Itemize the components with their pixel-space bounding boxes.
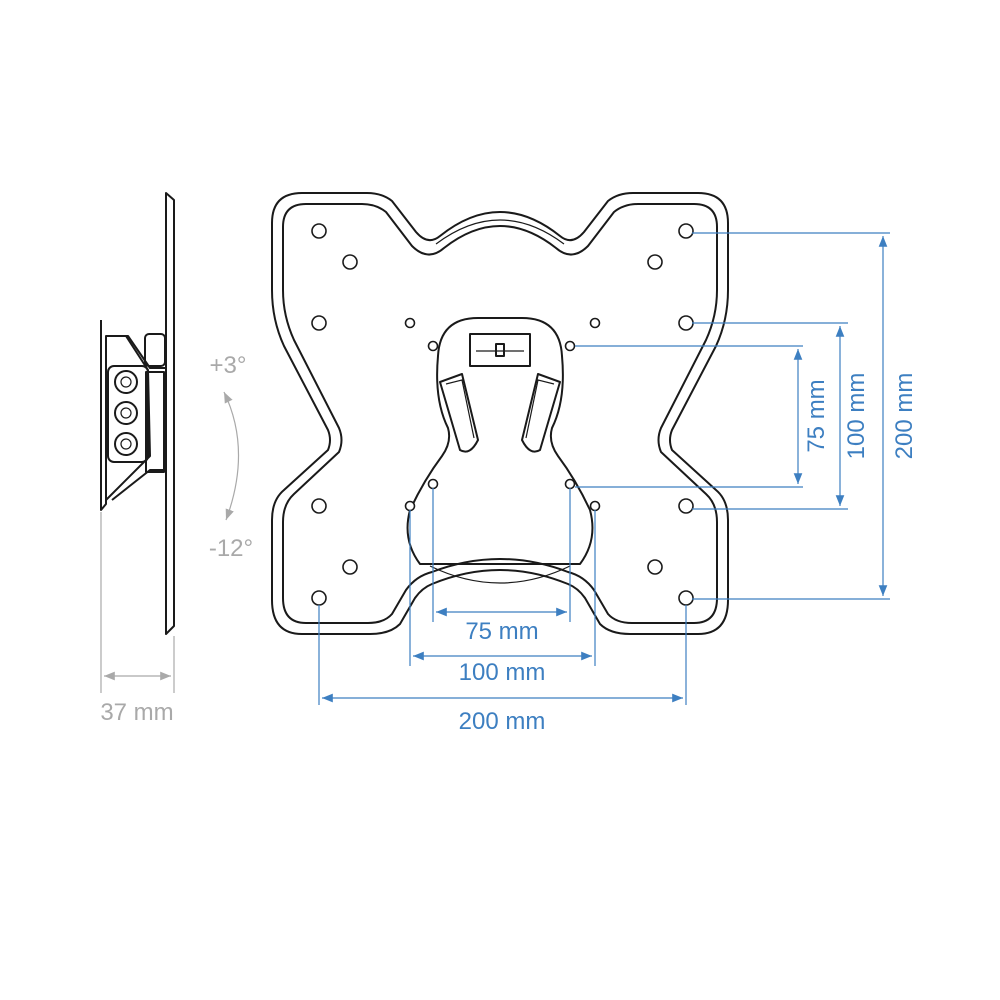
side-view-plate xyxy=(165,192,175,635)
horizontal-dimensions: 75 mm 100 mm 200 mm xyxy=(318,488,687,735)
hole-side xyxy=(311,315,327,331)
hole-100 xyxy=(589,500,601,512)
hole-75 xyxy=(564,478,576,490)
top-arch-rib xyxy=(435,219,565,245)
dim-v-75-label: 75 mm xyxy=(803,379,830,452)
dim-h-75-label: 75 mm xyxy=(465,618,538,645)
bottom-arc xyxy=(429,565,571,584)
side-view: 37 mm +3° -12° xyxy=(100,192,253,726)
tilt-down-label: -12° xyxy=(209,535,253,562)
side-view-spacer xyxy=(145,371,165,473)
dim-37-label: 37 mm xyxy=(100,699,173,726)
hole-75 xyxy=(564,340,576,352)
latch xyxy=(469,333,531,367)
side-view-knob xyxy=(144,333,166,367)
bolt-icon xyxy=(114,370,138,394)
vertical-dimensions: 75 mm 100 mm 200 mm xyxy=(575,232,918,600)
central-cutout xyxy=(406,317,594,565)
hole-100 xyxy=(404,500,416,512)
plate-outer-outline xyxy=(271,192,729,635)
dim-h-200-label: 200 mm xyxy=(459,708,546,735)
hole-200-br xyxy=(678,590,694,606)
hole-200-tr xyxy=(678,223,694,239)
dim-v-100-label: 100 mm xyxy=(843,373,870,460)
tilt-up-label: +3° xyxy=(210,352,247,379)
hole-side xyxy=(678,498,694,514)
side-view-block xyxy=(107,365,149,463)
pad-left xyxy=(439,373,479,453)
hole-diag xyxy=(647,559,663,575)
hole-100 xyxy=(404,317,416,329)
hole-200-bl xyxy=(311,590,327,606)
hole-side xyxy=(311,498,327,514)
hole-75 xyxy=(427,340,439,352)
plate-inner-outline xyxy=(282,203,718,624)
tilt-arc xyxy=(223,391,240,521)
latch-screw-icon xyxy=(495,343,505,357)
front-plate xyxy=(271,192,729,635)
dim-v-200-label: 200 mm xyxy=(891,373,918,460)
side-view-bracket xyxy=(106,335,167,501)
bolt-icon xyxy=(114,401,138,425)
hole-diag xyxy=(647,254,663,270)
hole-200-tl xyxy=(311,223,327,239)
bolt-icon xyxy=(114,432,138,456)
hole-100 xyxy=(589,317,601,329)
dim-h-100-label: 100 mm xyxy=(459,659,546,686)
hole-diag xyxy=(342,254,358,270)
hole-75 xyxy=(427,478,439,490)
hole-side xyxy=(678,315,694,331)
hole-diag xyxy=(342,559,358,575)
pad-right xyxy=(521,373,561,453)
